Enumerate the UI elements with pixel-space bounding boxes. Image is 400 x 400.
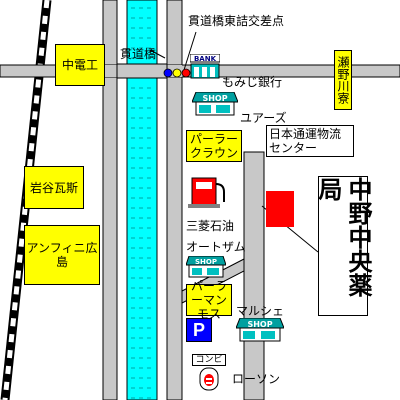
pharmacy-building [266, 191, 294, 227]
mitsubishi-label: 三菱石油 [186, 219, 235, 233]
anfini-label: アンフィニ広島 [24, 225, 100, 285]
yuazu-label: ユアーズ [240, 111, 287, 125]
pharmacy-label: 中野中央薬局 [314, 176, 372, 316]
bridge-label: 貫道橋 [120, 47, 157, 61]
shop-icon: SHOP [185, 255, 227, 278]
seno-dorm-label: 瀬野川寮 [334, 50, 352, 110]
lawson-label: ローソン [232, 372, 281, 386]
convenience-store-icon: コンビニ [192, 354, 226, 392]
intersection-label: 貫道橋東詰交差点 [188, 14, 285, 28]
marche-label: マルシェ [236, 304, 285, 318]
shop-icon: SHOP [191, 91, 239, 116]
parlor-crown-label: パーラークラウン [186, 130, 242, 162]
autozam-label: オートザム [186, 240, 246, 254]
momiji-bank-label: もみじ銀行 [222, 75, 283, 89]
gas-station-icon [188, 176, 238, 208]
traffic-signal-icon [163, 68, 191, 78]
iwatani-label: 岩谷瓦斯 [24, 166, 84, 209]
parlor-mammoth-label: パーラーマンモス [186, 279, 232, 321]
bank-sign: BANK [194, 55, 217, 63]
shop-sign: SHOP [247, 320, 272, 329]
parking-letter: P [192, 319, 205, 340]
shop-icon: SHOP [235, 317, 285, 342]
nittsu-label: 日本通運物流センター [266, 125, 354, 157]
parking-icon: P [186, 318, 212, 342]
bank-icon: BANK [189, 53, 221, 80]
bridge [116, 63, 168, 79]
chudenko-label: 中電工 [55, 44, 105, 86]
shop-sign: SHOP [202, 94, 227, 103]
shop-sign: SHOP [195, 258, 217, 266]
conv-sign: コンビニ [192, 354, 226, 366]
